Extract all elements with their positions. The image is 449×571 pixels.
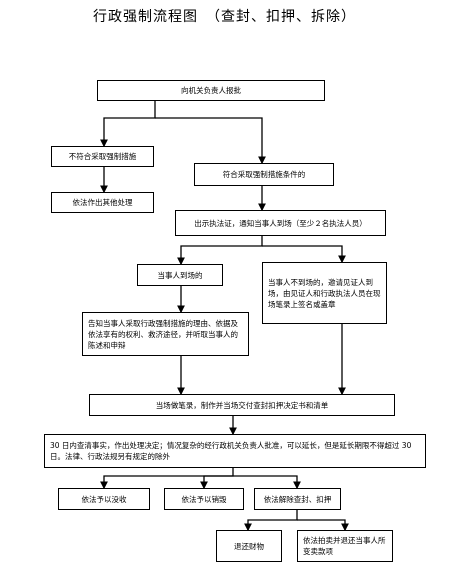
step-auction-label: 依法拍卖并退还当事人所变卖款项 — [303, 536, 386, 556]
step-present-label: 当事人到场的 — [157, 270, 203, 280]
page-title: 行政强制流程图 （查封、扣押、拆除） — [93, 9, 356, 25]
step-decision-label: 30 日内查清事实，作出处理决定；情况复杂的经行政机关负责人批准，可以延长，但是… — [50, 441, 412, 461]
step-absent-label: 当事人不到场的，邀请见证人到场，由见证人和行政执法人员在现场笔录上签名或盖章 — [268, 277, 381, 309]
step-inform: 告知当事人采取行政强制措施的理由、依据及依法享有的权利、救济途径，并听取当事人的… — [82, 312, 249, 356]
step-not-meet: 不符合采取强制措施 — [51, 146, 154, 167]
step-present: 当事人到场的 — [137, 264, 223, 286]
step-decision: 30 日内查清事实，作出处理决定；情况复杂的经行政机关负责人批准，可以延长，但是… — [44, 434, 426, 468]
step-show-id: 出示执法证，通知当事人到场（至少２名执法人员） — [175, 210, 386, 236]
step-meet: 符合采取强制措施条件的 — [194, 163, 334, 186]
step-record-label: 当场做笔录，制作并当场交付查封扣押决定书和清单 — [155, 400, 329, 410]
step-inform-label: 告知当事人采取行政强制措施的理由、依据及依法享有的权利、救济途径，并听取当事人的… — [88, 318, 238, 350]
step-show-id-label: 出示执法证，通知当事人到场（至少２名执法人员） — [194, 218, 367, 228]
step-handle-other: 依法作出其他处理 — [51, 192, 154, 213]
step-return: 退还财物 — [216, 530, 282, 562]
step-report: 向机关负责人报批 — [97, 80, 325, 101]
step-destroy: 依法予以销毁 — [164, 488, 244, 510]
step-confiscate: 依法予以没收 — [58, 488, 150, 510]
step-release-label: 依法解除查封、扣押 — [263, 494, 332, 504]
step-not-meet-label: 不符合采取强制措施 — [68, 152, 137, 161]
step-release: 依法解除查封、扣押 — [254, 488, 341, 510]
step-return-label: 退还财物 — [234, 541, 264, 551]
step-destroy-label: 依法予以销毁 — [181, 494, 227, 504]
step-handle-other-label: 依法作出其他处理 — [72, 198, 133, 207]
step-meet-label: 符合采取强制措施条件的 — [222, 170, 306, 179]
step-report-label: 向机关负责人报批 — [181, 86, 241, 95]
step-record: 当场做笔录，制作并当场交付查封扣押决定书和清单 — [89, 394, 395, 416]
step-confiscate-label: 依法予以没收 — [81, 494, 127, 504]
step-absent: 当事人不到场的，邀请见证人到场，由见证人和行政执法人员在现场笔录上签名或盖章 — [262, 262, 387, 324]
step-auction: 依法拍卖并退还当事人所变卖款项 — [297, 530, 393, 562]
